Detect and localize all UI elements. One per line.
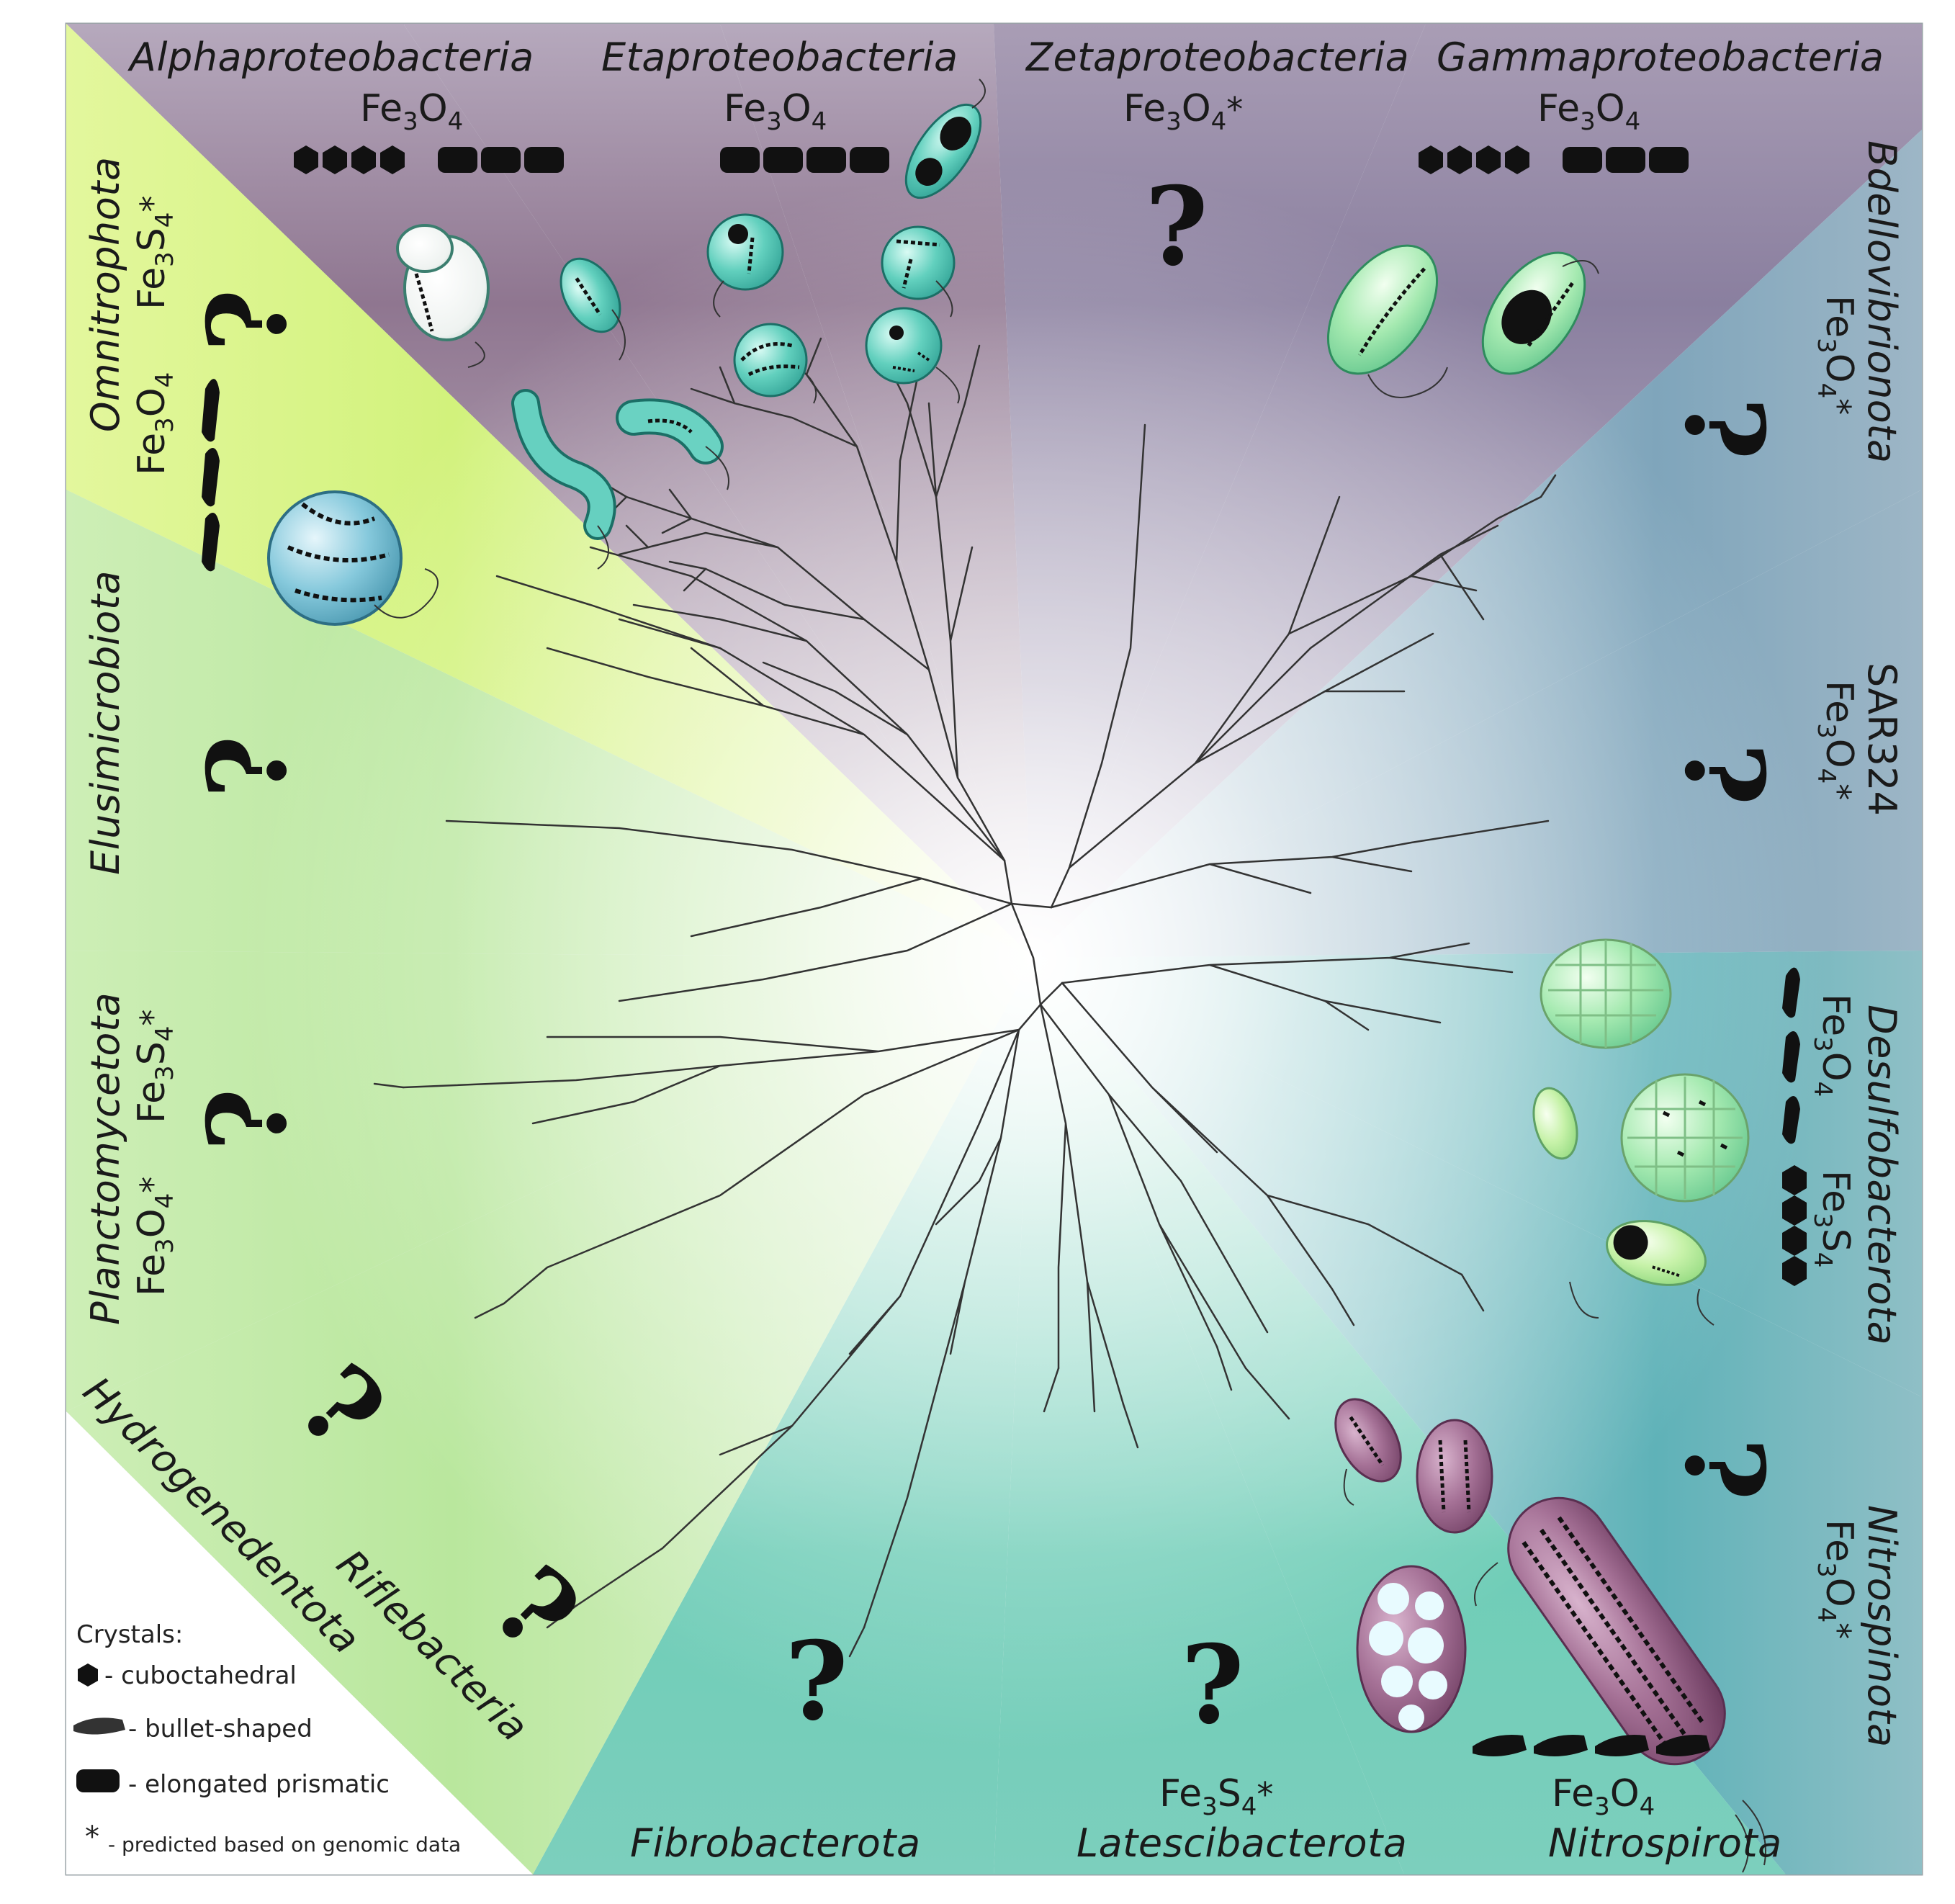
formula-gammaproteobacteria: Fe3O4 [1537, 87, 1641, 136]
label-planctomycetota: Planctomycetota [83, 992, 128, 1325]
gamma-crystals-prism [1563, 147, 1689, 173]
desulfo-cell-small-rod [1532, 1087, 1578, 1160]
crystal-chains [73, 145, 1807, 1792]
label-alphaproteobacteria: Alphaproteobacteria [130, 35, 534, 80]
formula-etaproteobacteria: Fe3O4 [724, 87, 827, 136]
nitrospirota-cell-sulfur-globules [1356, 1565, 1467, 1733]
eta-crystals-prism [720, 147, 889, 173]
tree-branch-fibro [863, 1028, 1020, 1629]
legend-icons [73, 1663, 125, 1792]
eta-cell-sphere-3 [733, 323, 808, 398]
nitrospirota-crystals-bullet [1473, 1735, 1710, 1756]
formula-omnitrophota-fe3o4: Fe3O4 [130, 372, 179, 475]
alpha-cell-white-dividing [396, 224, 490, 341]
unknown-fibrobacterota: ? [785, 1618, 848, 1745]
formula-planctomycetota-fe3o4: Fe3O4* [130, 1176, 179, 1296]
alpha-crystals-cubo [294, 145, 405, 174]
label-bdellovibrionota: Bdellovibrionota [1859, 140, 1905, 464]
label-nitrospinota: Nitrospinota [1859, 1505, 1905, 1748]
legend-cuboctahedral: - cuboctahedral [104, 1661, 297, 1690]
tree-branch-elusi [445, 819, 1013, 1002]
tree-branch-bdello-upper [1194, 524, 1499, 765]
nitrospirota-cell-small-left [1334, 1398, 1402, 1483]
formula-bdellovibrionota: Fe3O4* [1812, 295, 1861, 416]
tree-branch-riflebacteria [575, 1028, 1020, 1607]
unknown-omnitrophota: ? [184, 289, 311, 352]
label-sar324: SAR324 [1859, 663, 1905, 816]
formula-desulfobacterota-fe3s4: Fe3S4 [1808, 1170, 1857, 1268]
unknown-nitrospinota: ? [1660, 1437, 1787, 1501]
phylogenetic-tree [373, 337, 1557, 1658]
unknown-zetaproteobacteria: ? [1145, 163, 1208, 290]
label-omnitrophota: Omnitrophota [83, 156, 128, 432]
legend-elongated-prismatic: - elongated prismatic [128, 1770, 390, 1799]
unknown-bdellovibrionota: ? [1660, 397, 1787, 460]
nitrospirota-cell-small-right [1416, 1419, 1493, 1534]
gamma-cell-green-left [1326, 244, 1439, 375]
desulfo-cell-multicellular-bottom [1620, 1073, 1750, 1203]
label-zetaproteobacteria: Zetaproteobacteria [1026, 35, 1410, 80]
tree-branch-omnitro [495, 575, 1006, 862]
legend-title: Crystals: [76, 1620, 184, 1649]
gamma-crystals-cubo [1419, 145, 1529, 174]
alpha-cell-teal-small [559, 257, 621, 333]
tree-branch-alpha [589, 546, 1006, 862]
tree-branch-nitrospirota [1039, 1003, 1290, 1420]
alpha-cell-spirillum [511, 389, 616, 540]
unknown-latescibacterota: ? [1181, 1622, 1244, 1748]
tree-branch-zeta [1068, 423, 1146, 869]
cuboctahedral-icon [78, 1663, 98, 1687]
alpha-crystals-prism [438, 147, 564, 173]
legend-asterisk: * [85, 1820, 99, 1854]
eta-cell-sphere-4 [865, 307, 943, 385]
desulfo-crystals-cubo [1782, 1165, 1807, 1286]
nitrospirota-cell-large-rod [1507, 1496, 1726, 1766]
elongated-prismatic-icon [76, 1769, 120, 1792]
gamma-cell-green-right [1481, 251, 1586, 375]
formula-omnitrophota-fe3s4: Fe3S4* [130, 195, 179, 310]
label-desulfobacterota: Desulfobacterota [1859, 1005, 1905, 1346]
desulfo-cell-rod-black [1606, 1220, 1707, 1286]
tree-twigs-lower-right [373, 1000, 1485, 1658]
formula-desulfobacterota-fe3o4: Fe3O4 [1808, 994, 1857, 1097]
legend-bullet-shaped: - bullet-shaped [128, 1715, 313, 1743]
unknown-sar324: ? [1660, 742, 1787, 806]
eta-cell-sphere-1 [706, 213, 784, 291]
formula-planctomycetota-fe3s4: Fe3S4* [130, 1009, 179, 1123]
unknown-elusimicrobiota: ? [184, 735, 311, 799]
label-elusimicrobiota: Elusimicrobiota [83, 570, 128, 875]
alpha-cell-blue-sphere [267, 490, 439, 626]
unknown-planctomycetota: ? [184, 1088, 311, 1151]
formula-nitrospinota: Fe3O4* [1812, 1519, 1861, 1640]
label-latescibacterota: Latescibacterota [1077, 1820, 1408, 1866]
cell-illustrations [267, 103, 1750, 1766]
label-nitrospirota: Nitrospirota [1548, 1820, 1782, 1866]
tree-branch-latesci [1039, 1003, 1125, 1413]
label-fibrobacterota: Fibrobacterota [630, 1820, 921, 1866]
alpha-cell-curved-right [616, 398, 724, 464]
bullet-shaped-icon [73, 1717, 125, 1735]
label-etaproteobacteria: Etaproteobacteria [601, 35, 958, 80]
formula-alphaproteobacteria: Fe3O4 [360, 87, 464, 136]
tree-branch-plancto [402, 1028, 1020, 1305]
label-gammaproteobacteria: Gammaproteobacteria [1437, 35, 1884, 80]
flagella [467, 78, 1766, 1873]
tree-branch-etaproteo [877, 344, 981, 779]
formula-latescibacterota: Fe3S4* [1159, 1772, 1274, 1821]
formula-nitrospirota: Fe3O4 [1552, 1772, 1655, 1821]
tree-branch-upper-left [625, 373, 1006, 862]
formula-sar324: Fe3O4* [1812, 681, 1861, 801]
tree-branch-sar324 [1050, 819, 1550, 909]
omnitrophota-crystals-bullet [202, 379, 220, 572]
desulfo-crystals-bullet [1782, 967, 1800, 1144]
tree-branch-nitrospina [1061, 982, 1463, 1326]
legend-predicted: - predicted based on genomic data [108, 1833, 462, 1856]
formula-zetaproteobacteria: Fe3O4* [1123, 87, 1244, 136]
desulfo-cell-multicellular-top [1540, 938, 1672, 1049]
